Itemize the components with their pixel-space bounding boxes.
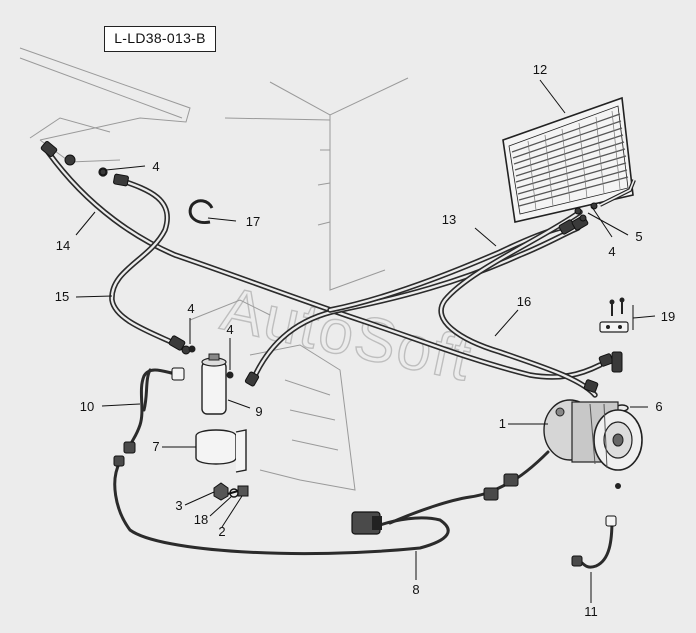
hose-16 [438, 209, 598, 398]
washer-18 [229, 488, 239, 498]
label-part-2: 2 [218, 524, 225, 539]
condenser [502, 96, 636, 223]
hose-14 [45, 149, 603, 380]
wire-harness-10 [123, 367, 185, 454]
receiver-drier [201, 353, 227, 415]
label-part-3: 3 [175, 498, 182, 513]
o-ring-4b [188, 345, 196, 353]
part-labels: 1 2 3 4 4 4 4 5 6 7 8 9 10 11 12 13 14 1… [55, 62, 675, 619]
wire-harness-8 [113, 450, 550, 556]
label-part-11: 11 [584, 604, 598, 619]
label-part-14: 14 [56, 238, 70, 253]
label-part-13: 13 [442, 212, 456, 227]
label-part-1: 1 [499, 416, 506, 431]
label-part-7: 7 [152, 439, 159, 454]
label-part-15: 15 [55, 289, 69, 304]
sensor-wire-11 [571, 515, 617, 569]
reference-code-box: L-LD38-013-B [104, 26, 216, 52]
nut-3 [213, 482, 229, 501]
compressor [543, 399, 643, 489]
label-part-16: 16 [517, 294, 531, 309]
label-part-5: 5 [635, 229, 642, 244]
clip-17 [188, 199, 214, 225]
hose-fittings [40, 140, 623, 393]
o-ring-4a [98, 167, 108, 177]
label-part-17: 17 [246, 214, 260, 229]
leader-lines [75, 79, 656, 603]
label-part-10: 10 [80, 399, 94, 414]
hose-15 [109, 177, 181, 348]
label-part-4a: 4 [152, 159, 159, 174]
label-part-8: 8 [412, 582, 419, 597]
label-part-4d: 4 [608, 244, 615, 259]
label-part-9: 9 [255, 404, 262, 419]
mounting-kit-19 [599, 297, 629, 333]
label-part-18: 18 [194, 512, 208, 527]
label-part-4b: 4 [187, 301, 194, 316]
label-part-19: 19 [661, 309, 675, 324]
background-outlines [19, 47, 409, 491]
bracket [195, 429, 247, 473]
label-part-12: 12 [533, 62, 547, 77]
label-part-6: 6 [655, 399, 662, 414]
o-ring-4c [226, 371, 234, 379]
label-part-4c: 4 [226, 322, 233, 337]
